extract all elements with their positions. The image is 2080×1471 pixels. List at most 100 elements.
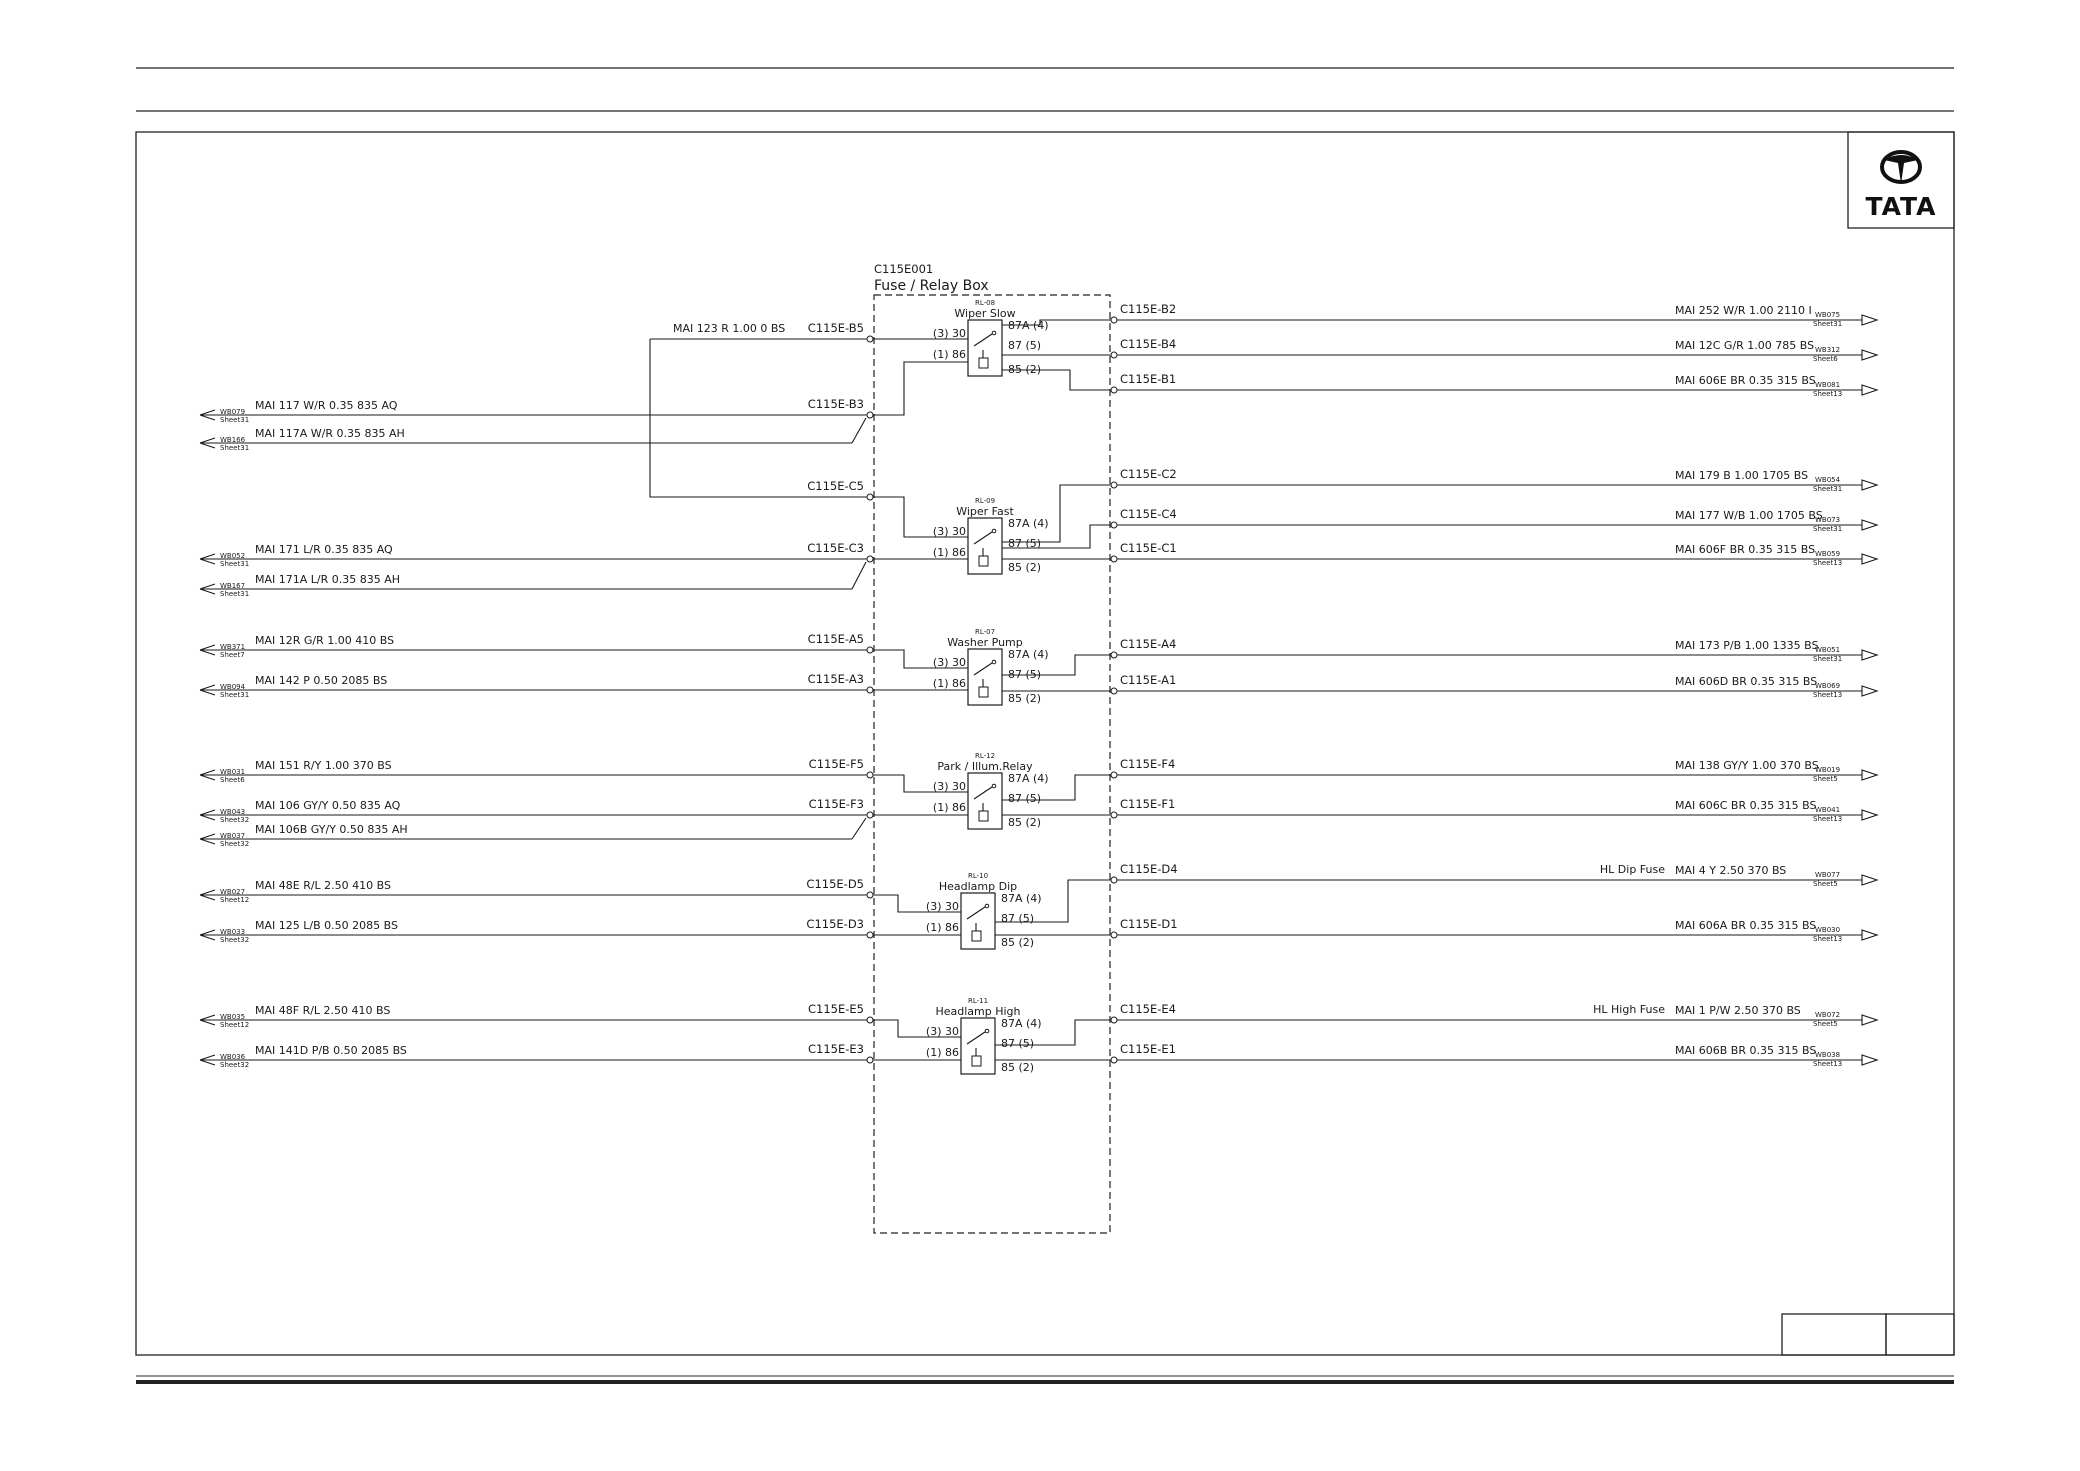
connector-arrow-icon (1861, 1014, 1879, 1026)
wire-ref: WB043 (220, 808, 245, 816)
relay-name: Wiper Fast (956, 505, 1014, 518)
pin-87-label: 87 (5) (1001, 912, 1034, 925)
connector-pin-label: C115E-C3 (807, 541, 864, 555)
connector-pin-label: C115E-F5 (809, 757, 864, 771)
wire-ref: WB054 (1815, 476, 1841, 484)
wire-line (649, 339, 867, 498)
wire-ref: WB052 (220, 552, 245, 560)
terminal-dot (866, 811, 874, 819)
wire-ref: WB036 (220, 1053, 246, 1061)
connector-arrow-icon (199, 1014, 216, 1026)
sheet-ref: Sheet13 (1813, 691, 1842, 699)
connector-pin-label: C115E-A4 (1120, 637, 1176, 651)
wire-label: MAI 12C G/R 1.00 785 BS (1675, 339, 1814, 352)
contact-dot (991, 659, 997, 665)
wire-label: MAI 138 GY/Y 1.00 370 BS (1675, 759, 1819, 772)
internal-wire (995, 879, 1111, 923)
wire-label: MAI 117A W/R 0.35 835 AH (255, 427, 405, 440)
wire-ref: WB030 (1815, 926, 1840, 934)
relay-name: Headlamp Dip (939, 880, 1017, 893)
sheet-ref: Sheet12 (220, 1021, 249, 1029)
pin-87-label: 87 (5) (1008, 792, 1041, 805)
pin-85-label: 85 (2) (1008, 561, 1041, 574)
contact-dot (984, 903, 990, 909)
wire-label: MAI 606F BR 0.35 315 BS (1675, 543, 1815, 556)
terminal-dot (866, 771, 874, 779)
pin-87-label: 87 (5) (1008, 339, 1041, 352)
wire-label: MAI 606B BR 0.35 315 BS (1675, 1044, 1816, 1057)
wire-label: MAI 1 P/W 2.50 370 BS (1675, 1004, 1801, 1017)
connector-pin-label: C115E-C5 (807, 479, 864, 493)
connector-arrow-icon (199, 553, 216, 565)
wire-ref: WB037 (220, 832, 245, 840)
pin-85-label: 85 (2) (1008, 692, 1041, 705)
wire-ref: WB038 (1815, 1051, 1840, 1059)
contact-dot (991, 528, 997, 534)
wire-label: MAI 123 R 1.00 0 BS (673, 322, 785, 335)
relay-switch-icon (966, 1031, 986, 1045)
wire-label: MAI 177 W/B 1.00 1705 BS (1675, 509, 1823, 522)
pin-86-label: (1) 86 (933, 546, 966, 559)
sheet-ref: Sheet13 (1813, 559, 1842, 567)
connector-pin-label: C115E-D5 (806, 877, 864, 891)
wire-ref: WB312 (1815, 346, 1840, 354)
connector-pin-label: C115E-C4 (1120, 507, 1177, 521)
connector-pin-label: C115E-E5 (808, 1002, 864, 1016)
connector-arrow-icon (199, 583, 216, 595)
relay-switch-icon (973, 662, 993, 676)
wire-ref: WB051 (1815, 646, 1840, 654)
wire-label: MAI 173 P/B 1.00 1335 BS (1675, 639, 1818, 652)
terminal-dot (866, 686, 874, 694)
pin-86-label: (1) 86 (926, 1046, 959, 1059)
sheet-ref: Sheet31 (220, 590, 249, 598)
connector-arrow-icon (1861, 769, 1879, 781)
wire-ref: WB073 (1815, 516, 1840, 524)
connector-arrow-icon (1861, 929, 1879, 941)
sheet-ref: Sheet5 (1813, 1020, 1838, 1028)
wire-label: MAI 171A L/R 0.35 835 AH (255, 573, 400, 586)
wire-label: MAI 125 L/B 0.50 2085 BS (255, 919, 398, 932)
sheet-ref: Sheet13 (1813, 935, 1842, 943)
fuse-label: HL Dip Fuse (1600, 863, 1665, 876)
wire-label: MAI 106B GY/Y 0.50 835 AH (255, 823, 408, 836)
drawing-frame (135, 131, 1955, 1356)
connector-arrow-icon (199, 809, 216, 821)
branch-line (851, 561, 867, 590)
internal-wire (873, 1019, 961, 1038)
wire-ref: WB019 (1815, 766, 1840, 774)
terminal-dot (1110, 687, 1118, 695)
terminal-dot (1110, 771, 1118, 779)
internal-wire (873, 774, 968, 793)
connector-pin-label: C115E-B2 (1120, 302, 1176, 316)
terminal-dot (866, 555, 874, 563)
internal-wire (873, 361, 968, 416)
connector-pin-label: C115E-E1 (1120, 1042, 1176, 1056)
internal-wire (873, 496, 968, 538)
logo-box: TATA (1847, 131, 1955, 229)
relay-coil-icon (971, 930, 982, 942)
sheet-ref: Sheet32 (220, 840, 249, 848)
connector-arrow-icon (1861, 349, 1879, 361)
relay-coil-icon (978, 810, 989, 822)
wire-ref: WB371 (220, 643, 245, 651)
internal-wire (995, 1019, 1111, 1046)
connector-arrow-icon (1861, 479, 1879, 491)
relay-switch-icon (973, 786, 993, 800)
sheet-ref: Sheet12 (220, 896, 249, 904)
sheet-ref: Sheet5 (1813, 775, 1838, 783)
